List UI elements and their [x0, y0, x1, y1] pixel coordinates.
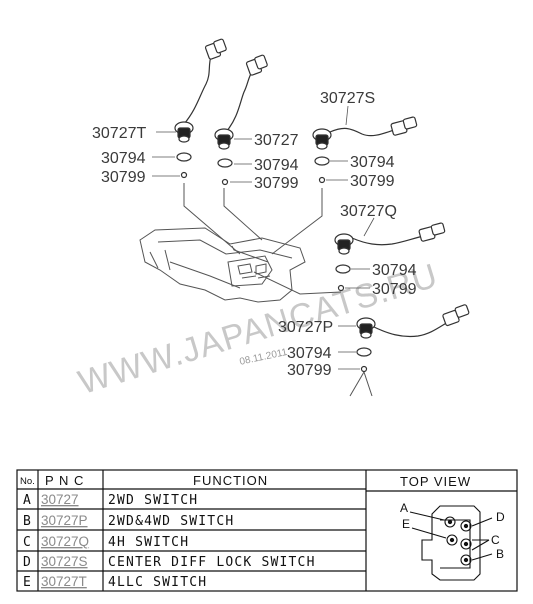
label-30794-a: 30794	[101, 150, 146, 167]
label-30794-c: 30794	[350, 154, 395, 171]
label-30727q: 30727Q	[340, 203, 397, 220]
row-c-no: C	[23, 535, 32, 550]
header-top-view: TOP VIEW	[400, 474, 471, 489]
label-30799-c: 30799	[350, 173, 395, 190]
switch-30727q	[334, 222, 446, 292]
top-view-sketch	[409, 505, 493, 581]
switch-30727t	[174, 38, 227, 179]
switch-30727s	[312, 116, 418, 184]
label-30794-b: 30794	[254, 157, 299, 174]
row-d-function: CENTER DIFF LOCK SWITCH	[108, 555, 316, 570]
row-c-pnc[interactable]: 30727Q	[41, 534, 89, 549]
row-b-no: B	[23, 514, 32, 529]
row-a-pnc[interactable]: 30727	[41, 492, 79, 507]
row-b-pnc[interactable]: 30727P	[41, 513, 88, 528]
callout-leaders	[152, 105, 375, 370]
row-e-function: 4LLC SWITCH	[108, 575, 207, 590]
label-30794-e: 30794	[287, 345, 332, 362]
label-30727t: 30727T	[92, 125, 146, 142]
row-e-pnc[interactable]: 30727T	[41, 574, 87, 589]
label-30799-a: 30799	[101, 169, 146, 186]
top-view-label-e: E	[402, 517, 410, 531]
row-a-no: A	[23, 493, 32, 508]
row-c-function: 4H SWITCH	[108, 535, 189, 550]
header-no: No.	[20, 476, 35, 487]
row-e-no: E	[23, 575, 32, 590]
label-30794-d: 30794	[372, 262, 417, 279]
leader-lines	[183, 183, 373, 397]
top-view-label-b: B	[496, 547, 504, 561]
row-a-function: 2WD SWITCH	[108, 493, 198, 508]
label-30799-d: 30799	[372, 281, 417, 298]
header-pnc: P N C	[45, 473, 84, 488]
label-30799-b: 30799	[254, 175, 299, 192]
header-function: FUNCTION	[193, 473, 268, 488]
top-view-label-d: D	[496, 510, 505, 524]
transfer-case-housing	[139, 227, 306, 303]
function-table: No. P N C FUNCTION TOP VIEW A 30727 2WD …	[16, 469, 518, 592]
top-view-label-c: C	[491, 533, 500, 547]
row-d-pnc[interactable]: 30727S	[41, 554, 88, 569]
switch-30727	[214, 54, 268, 186]
label-30799-e: 30799	[287, 362, 332, 379]
switch-30727p	[356, 304, 470, 373]
label-30727: 30727	[254, 132, 299, 149]
row-d-no: D	[23, 555, 32, 570]
label-30727p: 30727P	[278, 319, 333, 336]
label-30727s: 30727S	[320, 90, 375, 107]
top-view-label-a: A	[400, 501, 408, 515]
row-b-function: 2WD&4WD SWITCH	[108, 514, 234, 529]
